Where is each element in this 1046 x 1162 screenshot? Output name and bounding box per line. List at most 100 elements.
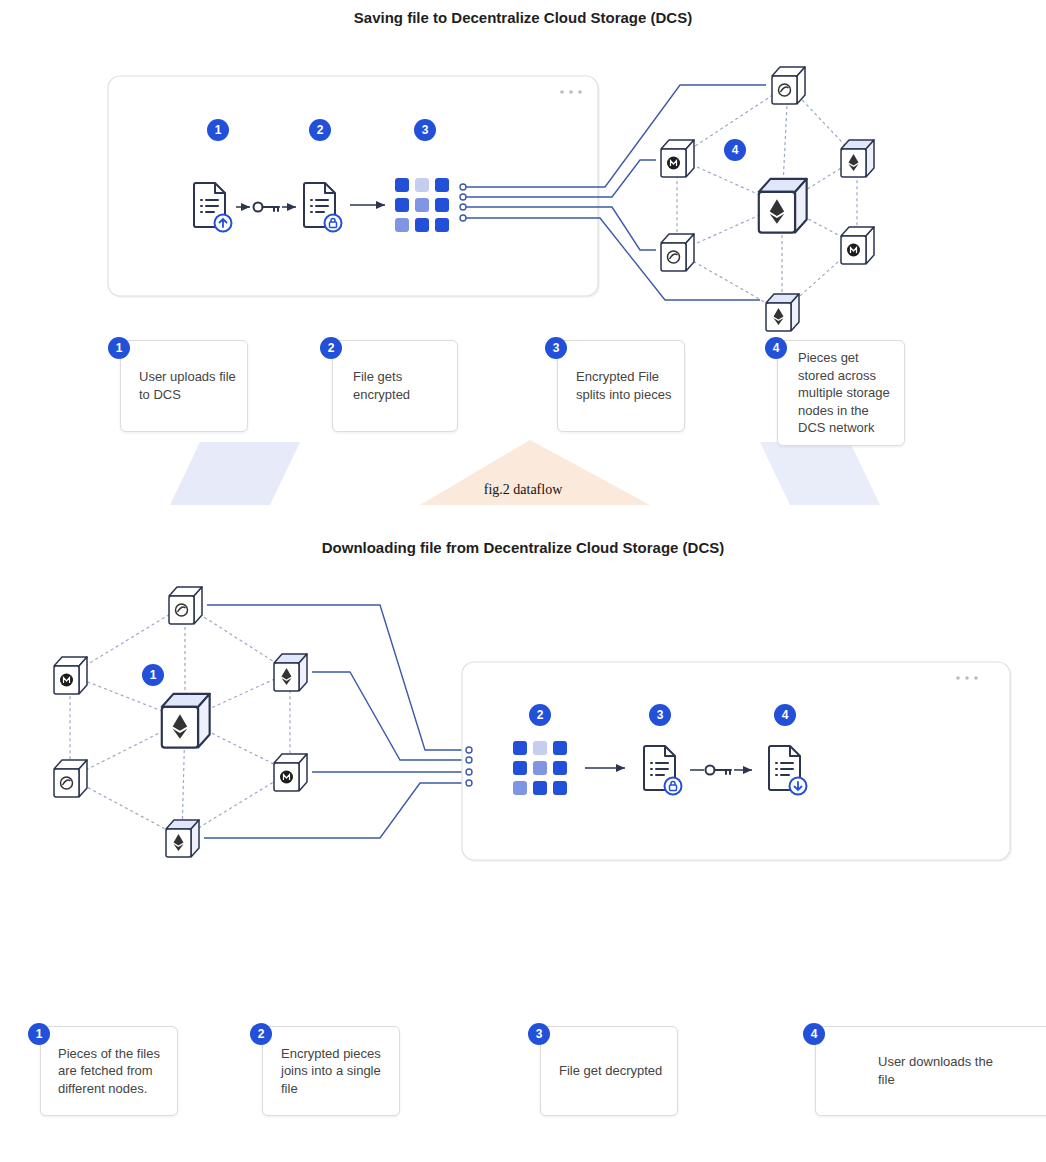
storage-node	[772, 67, 805, 104]
upload-connector	[466, 218, 760, 300]
download-connector	[466, 747, 472, 786]
file-icons	[215, 215, 232, 232]
download-connector	[466, 757, 472, 763]
callout-number: 3	[414, 119, 436, 141]
step-number: 1	[28, 1023, 50, 1045]
storage-node	[661, 234, 694, 271]
browser-panel	[569, 90, 573, 94]
step-box: 1User uploads file to DCS	[120, 340, 248, 432]
download-connector	[207, 605, 466, 750]
file-icons	[282, 206, 296, 208]
step-number: 4	[765, 337, 787, 359]
file-icons	[513, 741, 807, 795]
step-text: Encrypted pieces joins into a single fil…	[281, 1045, 391, 1098]
download-connector	[204, 783, 466, 838]
network-lattice	[70, 605, 290, 838]
callout-number: 2	[529, 704, 551, 726]
network-lattice	[677, 85, 857, 312]
step-number: 4	[803, 1023, 825, 1045]
watermark	[760, 442, 880, 505]
upload-connector	[460, 194, 466, 200]
upload-connector	[466, 207, 656, 250]
figure-caption: fig.2 dataflow	[0, 481, 1046, 499]
download-connector	[312, 672, 466, 760]
storage-node	[661, 140, 694, 177]
file-icons	[236, 206, 250, 208]
diagram-title: Saving file to Decentralize Cloud Storag…	[0, 8, 1046, 28]
browser-panel	[108, 76, 598, 296]
upload-connector	[460, 85, 766, 300]
browser-panel	[462, 662, 1010, 860]
callout-number: 2	[309, 119, 331, 141]
file-icons	[790, 778, 807, 795]
file-icons	[254, 203, 280, 212]
callout-number: 4	[724, 139, 746, 161]
step-text: File gets encrypted	[353, 368, 449, 403]
storage-node	[166, 820, 199, 857]
file-icons	[665, 778, 682, 795]
network-lattice	[677, 85, 857, 312]
network-lattice	[70, 605, 290, 838]
step-box: 4User downloads the file	[815, 1026, 1046, 1116]
browser-panel	[974, 676, 978, 680]
step-number: 2	[320, 337, 342, 359]
step-box: 4Pieces get stored across multiple stora…	[777, 340, 905, 446]
upload-connector	[460, 215, 466, 221]
step-text: User uploads file to DCS	[139, 368, 239, 403]
step-text: Pieces get stored across multiple storag…	[798, 349, 896, 437]
download-connector	[204, 605, 466, 838]
file-icons	[194, 178, 449, 232]
file-icons	[395, 178, 449, 232]
step-text: User downloads the file	[878, 1053, 1003, 1088]
browser-panel	[578, 90, 582, 94]
upload-connector	[460, 184, 466, 190]
network-lattice	[70, 605, 290, 838]
file-icons	[585, 767, 625, 769]
storage-node	[274, 654, 307, 691]
download-connector	[466, 769, 472, 775]
callout-number: 4	[774, 704, 796, 726]
step-box: 3Encrypted File splits into pieces	[557, 340, 685, 432]
download-connector	[312, 771, 466, 772]
storage-node	[841, 140, 874, 177]
browser-panel	[560, 90, 564, 94]
storage-node	[162, 694, 210, 748]
download-connector	[466, 747, 472, 753]
upload-connector	[460, 204, 466, 210]
storage-node	[274, 754, 307, 791]
file-icons	[325, 215, 342, 232]
storage-node	[54, 760, 87, 797]
step-number: 3	[545, 337, 567, 359]
file-icons	[690, 769, 704, 771]
storage-node	[759, 179, 807, 233]
callout-number: 3	[649, 704, 671, 726]
step-text: Encrypted File splits into pieces	[576, 368, 676, 403]
download-connector	[466, 780, 472, 786]
browser-panel	[956, 676, 960, 680]
step-number: 3	[528, 1023, 550, 1045]
step-text: Pieces of the files are fetched from dif…	[58, 1045, 169, 1098]
storage-node	[169, 587, 202, 624]
step-number: 1	[108, 337, 130, 359]
step-box: 2File gets encrypted	[332, 340, 458, 432]
callout-number: 1	[142, 664, 164, 686]
file-icons	[734, 769, 752, 771]
step-box: 3File get decrypted	[540, 1026, 678, 1116]
upload-connector	[466, 85, 766, 187]
watermark	[170, 442, 300, 505]
browser-panel	[965, 676, 969, 680]
upload-connector	[466, 160, 656, 197]
browser-panel	[462, 662, 1012, 862]
storage-node	[766, 294, 799, 331]
section-heading: Downloading file from Decentralize Cloud…	[0, 538, 1046, 558]
storage-node	[841, 227, 874, 264]
storage-node	[54, 657, 87, 694]
step-box: 1Pieces of the files are fetched from di…	[40, 1026, 178, 1116]
storage-node	[54, 587, 307, 857]
storage-node	[661, 67, 874, 331]
file-icons	[706, 766, 732, 775]
step-number: 2	[250, 1023, 272, 1045]
step-text: File get decrypted	[559, 1062, 662, 1080]
